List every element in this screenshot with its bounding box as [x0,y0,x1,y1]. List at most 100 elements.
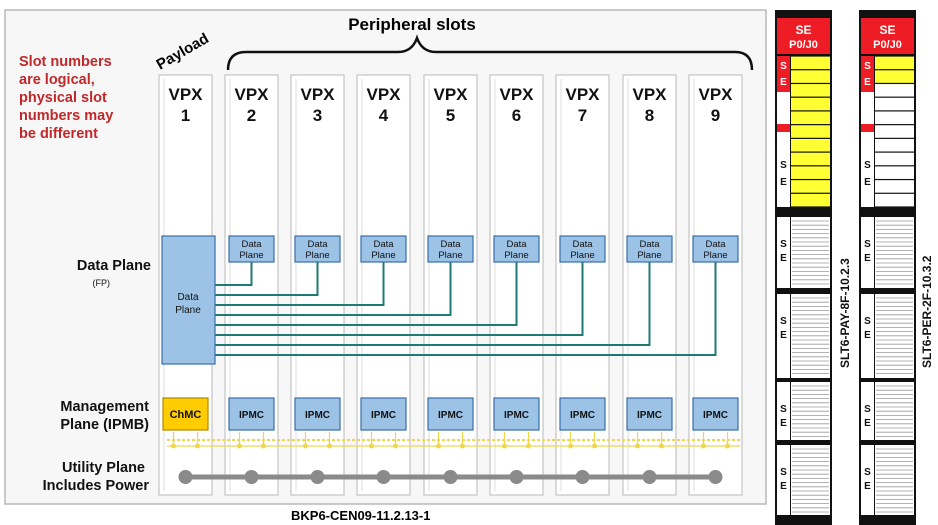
slot-4-data-plane-label-2: Plane [371,250,395,261]
se-card-1-seg-4-left [777,445,790,515]
power-node-9 [708,470,723,484]
se-card-2-header [861,18,914,54]
slot-9-ipmc-label: IPMC [703,410,728,421]
slot-9-number: 9 [711,106,720,125]
slot-9-data-plane-label-1: Data [705,239,726,250]
se-card-2-mid-s: S [864,160,871,171]
chmc-module: ChMC [162,397,209,431]
power-node-6 [509,470,524,484]
se-card-1-upper-se-tag [777,56,790,92]
slot-5-data-plane-box [427,235,474,263]
se-card-2-upper-row-4 [875,97,914,111]
slot-2-data-plane-box [228,235,275,263]
ipmb-node-6-2 [526,443,531,449]
slot-8-data-plane-box [626,235,673,263]
se-card-1-upper-e: E [780,77,787,88]
slot-1-number: 1 [181,106,190,125]
slot-7-vpx-label: VPX [565,85,600,104]
se-card-2-upper-row-11 [875,193,914,207]
slot-6-ipmc: IPMC [493,397,540,431]
slot-6-data-plane-box [493,235,540,263]
slot-3-number: 3 [313,106,322,125]
se-card-1-seg-2-left [777,294,790,378]
slot-2-ipmc: IPMC [228,397,275,431]
se-card-2-seg-1-s: S [864,239,871,250]
slot-6-data-plane-label-2: Plane [504,250,528,261]
slot-6-ipmc-label: IPMC [504,410,529,421]
ipmb-node-2-1 [237,443,242,449]
data-plane-label: Data Plane [77,258,151,274]
se-card-2-seg-2-left [861,294,874,378]
power-node-4 [376,470,391,484]
slot-9-ipmc-box [692,397,739,431]
slot-3-data-plane-label-1: Data [307,239,328,250]
peripheral-slots-label: Peripheral slots [348,15,476,34]
chmc-box [162,397,209,431]
payload-data-plane-box [161,235,216,365]
slot-3-data-plane-box [294,235,341,263]
slot-1-vpx-label: VPX [168,85,203,104]
se-card-2-seg-4-s: S [864,467,871,478]
mgmt-plane-label-1: Management [60,399,149,415]
se-card-2-upper-s: S [864,61,871,72]
se-card-1-upper-row-8 [791,152,830,166]
payload-data-plane-label-1: Data [177,292,199,303]
slot-3-data-plane-label-2: Plane [305,250,329,261]
data-trace-to-slot-7 [215,262,584,336]
slot-6-number: 6 [512,106,521,125]
se-card-1-side-label: SLT6-PAY-8F-10.2.3 [838,258,852,368]
ipmb-node-9-2 [725,443,730,449]
ipmb-node-4-1 [369,443,374,449]
se-card-2-upper-row-3 [875,84,914,97]
slot-8-ipmc-box [626,397,673,431]
peripheral-brace [226,34,754,71]
se-card-2-seg-4-e: E [864,481,871,492]
power-node-2 [244,470,259,484]
se-card-1-seg-2-s: S [780,316,787,327]
ipmb-node-8-1 [635,443,640,449]
slot-8-ipmc: IPMC [626,397,673,431]
ipmb-node-3-1 [303,443,308,449]
se-card-2-seg-3-left [861,382,874,440]
se-card-1-upper-row-6 [791,125,830,138]
slot-2-data-plane-label-1: Data [241,239,262,250]
slot-5-ipmc: IPMC [427,397,474,431]
slot-5-data-plane-label-2: Plane [438,250,462,261]
slot-7-data-plane-label-1: Data [572,239,593,250]
slot-5-ipmc-label: IPMC [438,410,463,421]
se-card-1-upper-s: S [780,61,787,72]
utility-plane-label-2: Includes Power [43,478,150,494]
slot-7-number: 7 [578,106,587,125]
slot-8-data-plane-label-1: Data [639,239,660,250]
backplane-id: BKP6-CEN09-11.2.13-1 [291,508,430,523]
note-line-3: physical slot [19,90,107,106]
data-trace-to-slot-8 [215,262,651,346]
slot-7-ipmc: IPMC [559,397,606,431]
slot-4-number: 4 [379,106,389,125]
data-plane-sublabel: (FP) [93,278,111,288]
slot-8-vpx-label: VPX [632,85,667,104]
slot-9-vpx-label: VPX [698,85,733,104]
se-card-1-upper-row-11 [791,193,830,207]
slot-4-data-plane-label-1: Data [373,239,394,250]
se-card-1-seg-3-s: S [780,404,787,415]
slot-9-ipmc: IPMC [692,397,739,431]
ipmb-node-1-2 [195,443,200,449]
note-line-2: are logical, [19,72,95,88]
ipmb-node-5-2 [460,443,465,449]
se-card-1-header-label: SE [795,23,811,37]
se-card-1-seg-3-e: E [780,418,787,429]
slot-2-ipmc-box [228,397,275,431]
slot-5-vpx-label: VPX [433,85,468,104]
se-card-1-upper-row-2 [791,70,830,83]
se-card-1-upper-row-3 [791,84,830,97]
se-card-1-upper-row-9 [791,166,830,179]
slot-5-data-plane-label-1: Data [440,239,461,250]
slot-numbers-note: Slot numbers are logical, physical slot … [19,54,113,142]
slot-6-vpx-label: VPX [499,85,534,104]
power-node-1 [178,470,193,484]
